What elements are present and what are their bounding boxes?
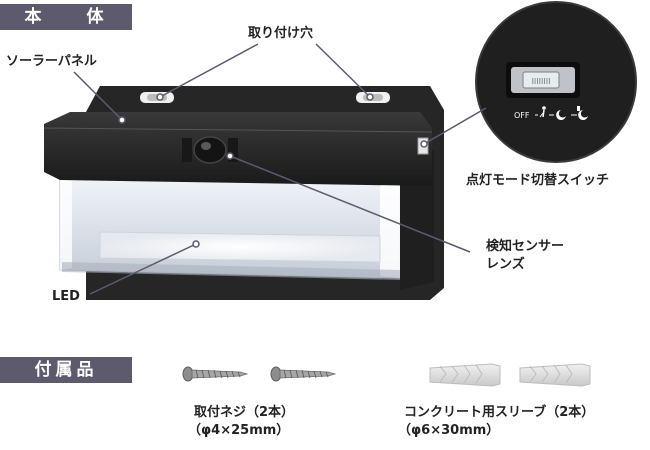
switch-off-label: OFF (514, 111, 530, 120)
accessory-screws-spec: （φ4×25mm） (188, 423, 290, 438)
callout-lines (73, 43, 487, 295)
accessory-sleeves-name: コンクリート用スリーブ（2本） (404, 405, 595, 420)
section-tag-main-body: 本 体 (0, 4, 132, 30)
callout-mounting-holes: 取り付け穴 (248, 26, 314, 41)
callout-led: LED (52, 289, 80, 304)
accessory-sleeves-spec: （φ6×30mm） (398, 423, 500, 438)
sleeve-2 (519, 363, 591, 387)
sensor-lens (182, 136, 238, 164)
screw-1 (182, 366, 249, 382)
mode-switch-zoom: IIIIIIII OFF (475, 1, 637, 163)
lens-housing (59, 169, 401, 280)
section-tag-accessories: 付属品 (0, 357, 132, 383)
callout-mode-switch: 点灯モード切替スイッチ (466, 173, 610, 188)
callout-sensor-lens-line1: 検知センサー (486, 239, 565, 254)
screw-2 (270, 366, 337, 382)
callout-sensor-lens-line2: レンズ (486, 257, 525, 272)
sleeve-1 (429, 363, 501, 387)
svg-text:IIIIIIII: IIIIIIII (532, 77, 551, 86)
callout-solar-panel: ソーラーパネル (6, 54, 97, 69)
accessory-screws-name: 取付ネジ（2本） (194, 405, 295, 420)
